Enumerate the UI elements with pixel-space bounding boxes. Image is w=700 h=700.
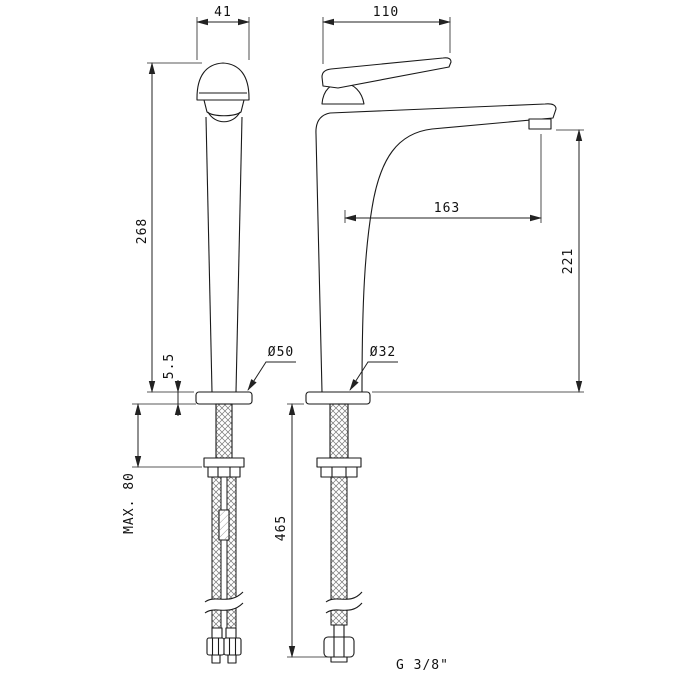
side-mounting-washer xyxy=(316,457,362,478)
front-supply-hoses xyxy=(204,476,244,629)
dimensions: 41 110 268 5.5 MAX. 80 163 221 Ø50 xyxy=(122,5,584,673)
side-view xyxy=(305,57,557,663)
front-base-flange xyxy=(195,391,253,405)
front-view xyxy=(195,62,253,664)
side-supply-hose xyxy=(325,476,363,638)
dim-thread-size: G 3/8" xyxy=(396,658,449,673)
side-hose-nut xyxy=(323,636,355,663)
side-lever-handle xyxy=(321,57,452,89)
aerator xyxy=(528,118,552,130)
dim-base-diameter: Ø50 xyxy=(268,345,294,360)
front-handle xyxy=(196,62,250,123)
front-mounting-washer xyxy=(203,457,245,478)
dim-hose-length: 465 xyxy=(274,515,289,541)
dim-lever-length: 110 xyxy=(373,5,399,20)
hose-break-mask xyxy=(326,592,362,613)
dim-height-to-top: 268 xyxy=(135,218,150,244)
dim-spout-height: 221 xyxy=(561,248,576,274)
front-hose-connectors xyxy=(206,627,242,664)
dim-handle-width: 41 xyxy=(214,5,232,20)
side-body-and-spout xyxy=(315,103,557,393)
side-threaded-shank xyxy=(329,403,349,459)
dim-column-diameter: Ø32 xyxy=(370,345,396,360)
front-threaded-shank xyxy=(215,403,233,459)
hose-break-mask xyxy=(205,592,243,613)
dim-spout-reach: 163 xyxy=(434,201,460,216)
dim-max-deck-thickness: MAX. 80 xyxy=(122,472,137,534)
dim-base-plate-thickness: 5.5 xyxy=(162,353,177,379)
front-body xyxy=(205,116,243,393)
side-base-flange xyxy=(305,391,371,405)
